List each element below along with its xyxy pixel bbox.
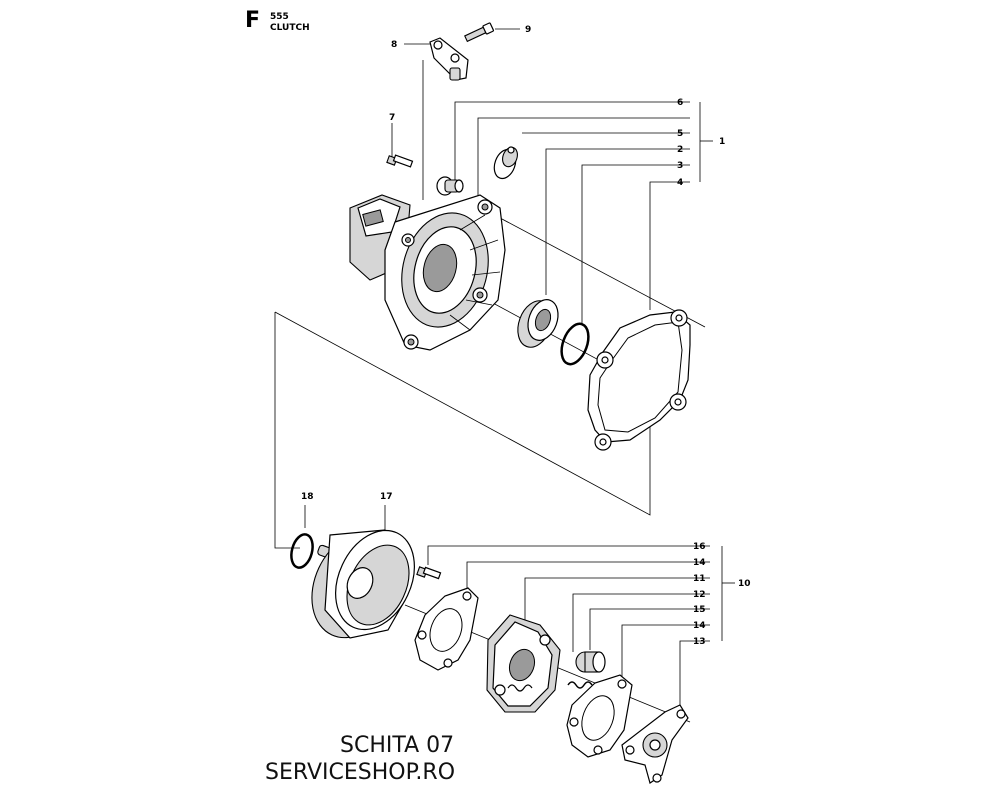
callout-6: 6 xyxy=(677,98,683,108)
screw-16 xyxy=(416,566,442,580)
callout-3: 3 xyxy=(677,161,683,171)
section-title: CLUTCH xyxy=(270,23,310,33)
callout-numbers: 9 8 6 5 2 3 4 1 7 18 17 16 14 11 12 15 1… xyxy=(301,25,751,647)
washer-14-lower xyxy=(566,674,633,758)
callout-8: 8 xyxy=(391,40,397,50)
callout-14-a: 14 xyxy=(693,558,706,568)
washer-14-upper xyxy=(414,587,479,671)
callout-1: 1 xyxy=(719,137,725,147)
circlip-18 xyxy=(290,533,314,569)
callout-2: 2 xyxy=(677,145,683,155)
leader-lines-top xyxy=(274,28,713,549)
bushing-12 xyxy=(575,651,606,673)
clutch-drum-17 xyxy=(311,529,415,639)
callout-18: 18 xyxy=(301,492,314,502)
circlip-3 xyxy=(560,322,590,366)
callout-17: 17 xyxy=(380,492,393,502)
screw-7 xyxy=(386,154,414,168)
callout-12: 12 xyxy=(693,590,706,600)
clutch-housing xyxy=(349,194,506,351)
callout-15: 15 xyxy=(693,605,706,615)
callout-13: 13 xyxy=(693,637,706,647)
bracket-8 xyxy=(429,37,469,81)
callout-4: 4 xyxy=(677,178,683,188)
callout-16: 16 xyxy=(693,542,706,552)
bearing-2 xyxy=(517,299,559,348)
spring-15 xyxy=(567,681,593,689)
callout-11: 11 xyxy=(693,574,706,584)
cap-5 xyxy=(493,146,518,180)
callout-10: 10 xyxy=(738,579,751,589)
website-label: SERVICESHOP.RO xyxy=(265,760,456,785)
section-code: 555 xyxy=(270,12,289,22)
bushing-6 xyxy=(436,176,464,196)
screw-9 xyxy=(464,22,495,43)
sheet-label: SCHITA 07 xyxy=(340,733,455,758)
callout-14-b: 14 xyxy=(693,621,706,631)
clutch-shoes-11 xyxy=(486,614,561,713)
callout-5: 5 xyxy=(677,129,683,139)
section-letter: F xyxy=(245,8,261,33)
gasket-4 xyxy=(587,309,691,451)
callout-7: 7 xyxy=(389,113,395,123)
hub-13 xyxy=(621,704,689,784)
callout-9: 9 xyxy=(525,25,531,35)
